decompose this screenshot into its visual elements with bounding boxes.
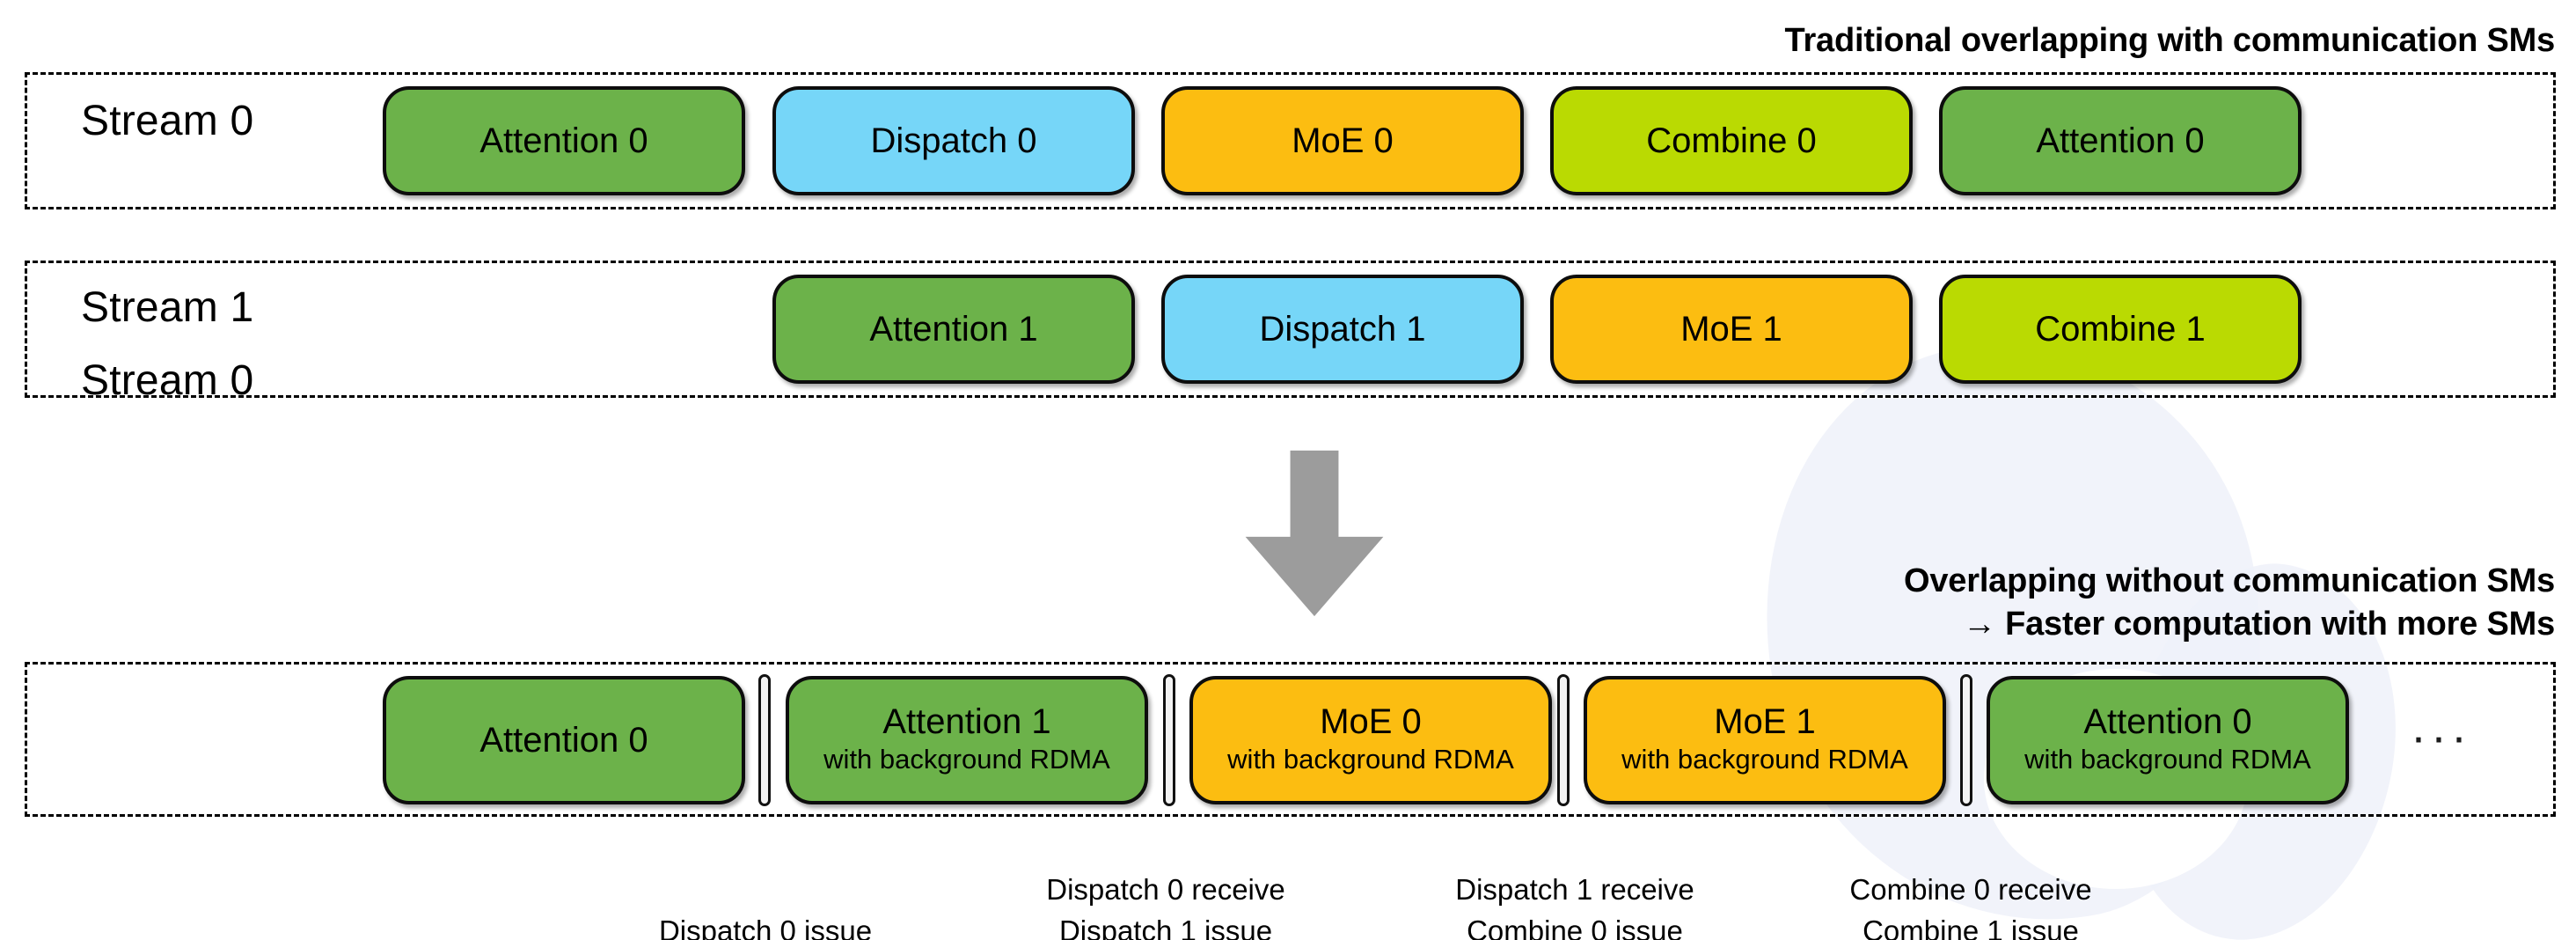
lane-traditional-stream-1	[25, 261, 2556, 398]
task-block-title: Combine 0	[1646, 121, 1817, 160]
task-block-title: Dispatch 1	[1259, 309, 1426, 349]
task-block-title: Attention 0	[2036, 121, 2205, 160]
task-block-title: Attention 0	[479, 720, 648, 760]
annotation-line: Dispatch 1 receive	[1455, 873, 1694, 906]
task-block-attention: Attention 1	[772, 275, 1135, 384]
heading-optimized: Overlapping without communication SMs → …	[1904, 560, 2555, 645]
lane-traditional-stream-0	[25, 72, 2556, 209]
annotation-line: Combine 1 issue	[1862, 914, 2079, 940]
task-block-attention: Attention 0	[1939, 86, 2302, 195]
down-arrow-icon	[1245, 450, 1384, 617]
lane-label-traditional-stream-0: Stream 0	[81, 98, 254, 144]
task-block-title: Dispatch 0	[870, 121, 1037, 160]
lane-optimized-stream-0	[25, 662, 2556, 817]
annotation-line: Combine 0 receive	[1849, 873, 2092, 906]
task-block-moe: MoE 0	[1161, 86, 1524, 195]
heading-traditional: Traditional overlapping with communicati…	[1784, 22, 2556, 59]
task-block-subtitle: with background RDMA	[1621, 744, 1908, 775]
task-block-title: Combine 1	[2035, 309, 2206, 349]
annotation-line: Combine 0 issue	[1467, 914, 1683, 940]
task-block-title: MoE 1	[1680, 309, 1782, 349]
task-block-combine: Combine 1	[1939, 275, 2302, 384]
stream-separator	[1557, 674, 1570, 806]
heading-optimized-line-1: Overlapping without communication SMs	[1904, 562, 2555, 599]
stream-separator	[1163, 674, 1175, 806]
task-block-subtitle: with background RDMA	[2024, 744, 2311, 775]
task-block-title: Attention 0	[479, 121, 648, 160]
continuation-ellipsis: ···	[2411, 710, 2471, 763]
task-block-moe: MoE 1	[1550, 275, 1913, 384]
task-block-title: Attention 1	[882, 701, 1051, 741]
lane-label-traditional-stream-1: Stream 1	[81, 284, 254, 331]
task-block-dispatch: Dispatch 0	[772, 86, 1135, 195]
task-block-combine: Combine 0	[1550, 86, 1913, 195]
heading-optimized-line-2: → Faster computation with more SMs	[1962, 605, 2555, 643]
lane-label-optimized-stream-0: Stream 0	[81, 357, 254, 404]
task-block-attention: Attention 0	[383, 86, 745, 195]
annotation-dispatch-0-issue: Dispatch 0 issue	[659, 911, 872, 940]
stream-separator	[1960, 674, 1972, 806]
task-block-attention: Attention 0	[383, 676, 745, 804]
task-block-title: MoE 1	[1714, 701, 1816, 741]
task-block-subtitle: with background RDMA	[1227, 744, 1514, 775]
annotation-line: Dispatch 0 issue	[658, 914, 873, 940]
task-block-subtitle: with background RDMA	[823, 744, 1110, 775]
task-block-dispatch: Dispatch 1	[1161, 275, 1524, 384]
annotation-line: Dispatch 0 receive	[1046, 873, 1285, 906]
task-block-title: Attention 0	[2083, 701, 2252, 741]
stream-separator	[758, 674, 771, 806]
annotation-line: Dispatch 1 issue	[1058, 914, 1273, 940]
task-block-title: MoE 0	[1292, 121, 1394, 160]
task-block-title: MoE 0	[1320, 701, 1422, 741]
task-block-title: Attention 1	[869, 309, 1038, 349]
